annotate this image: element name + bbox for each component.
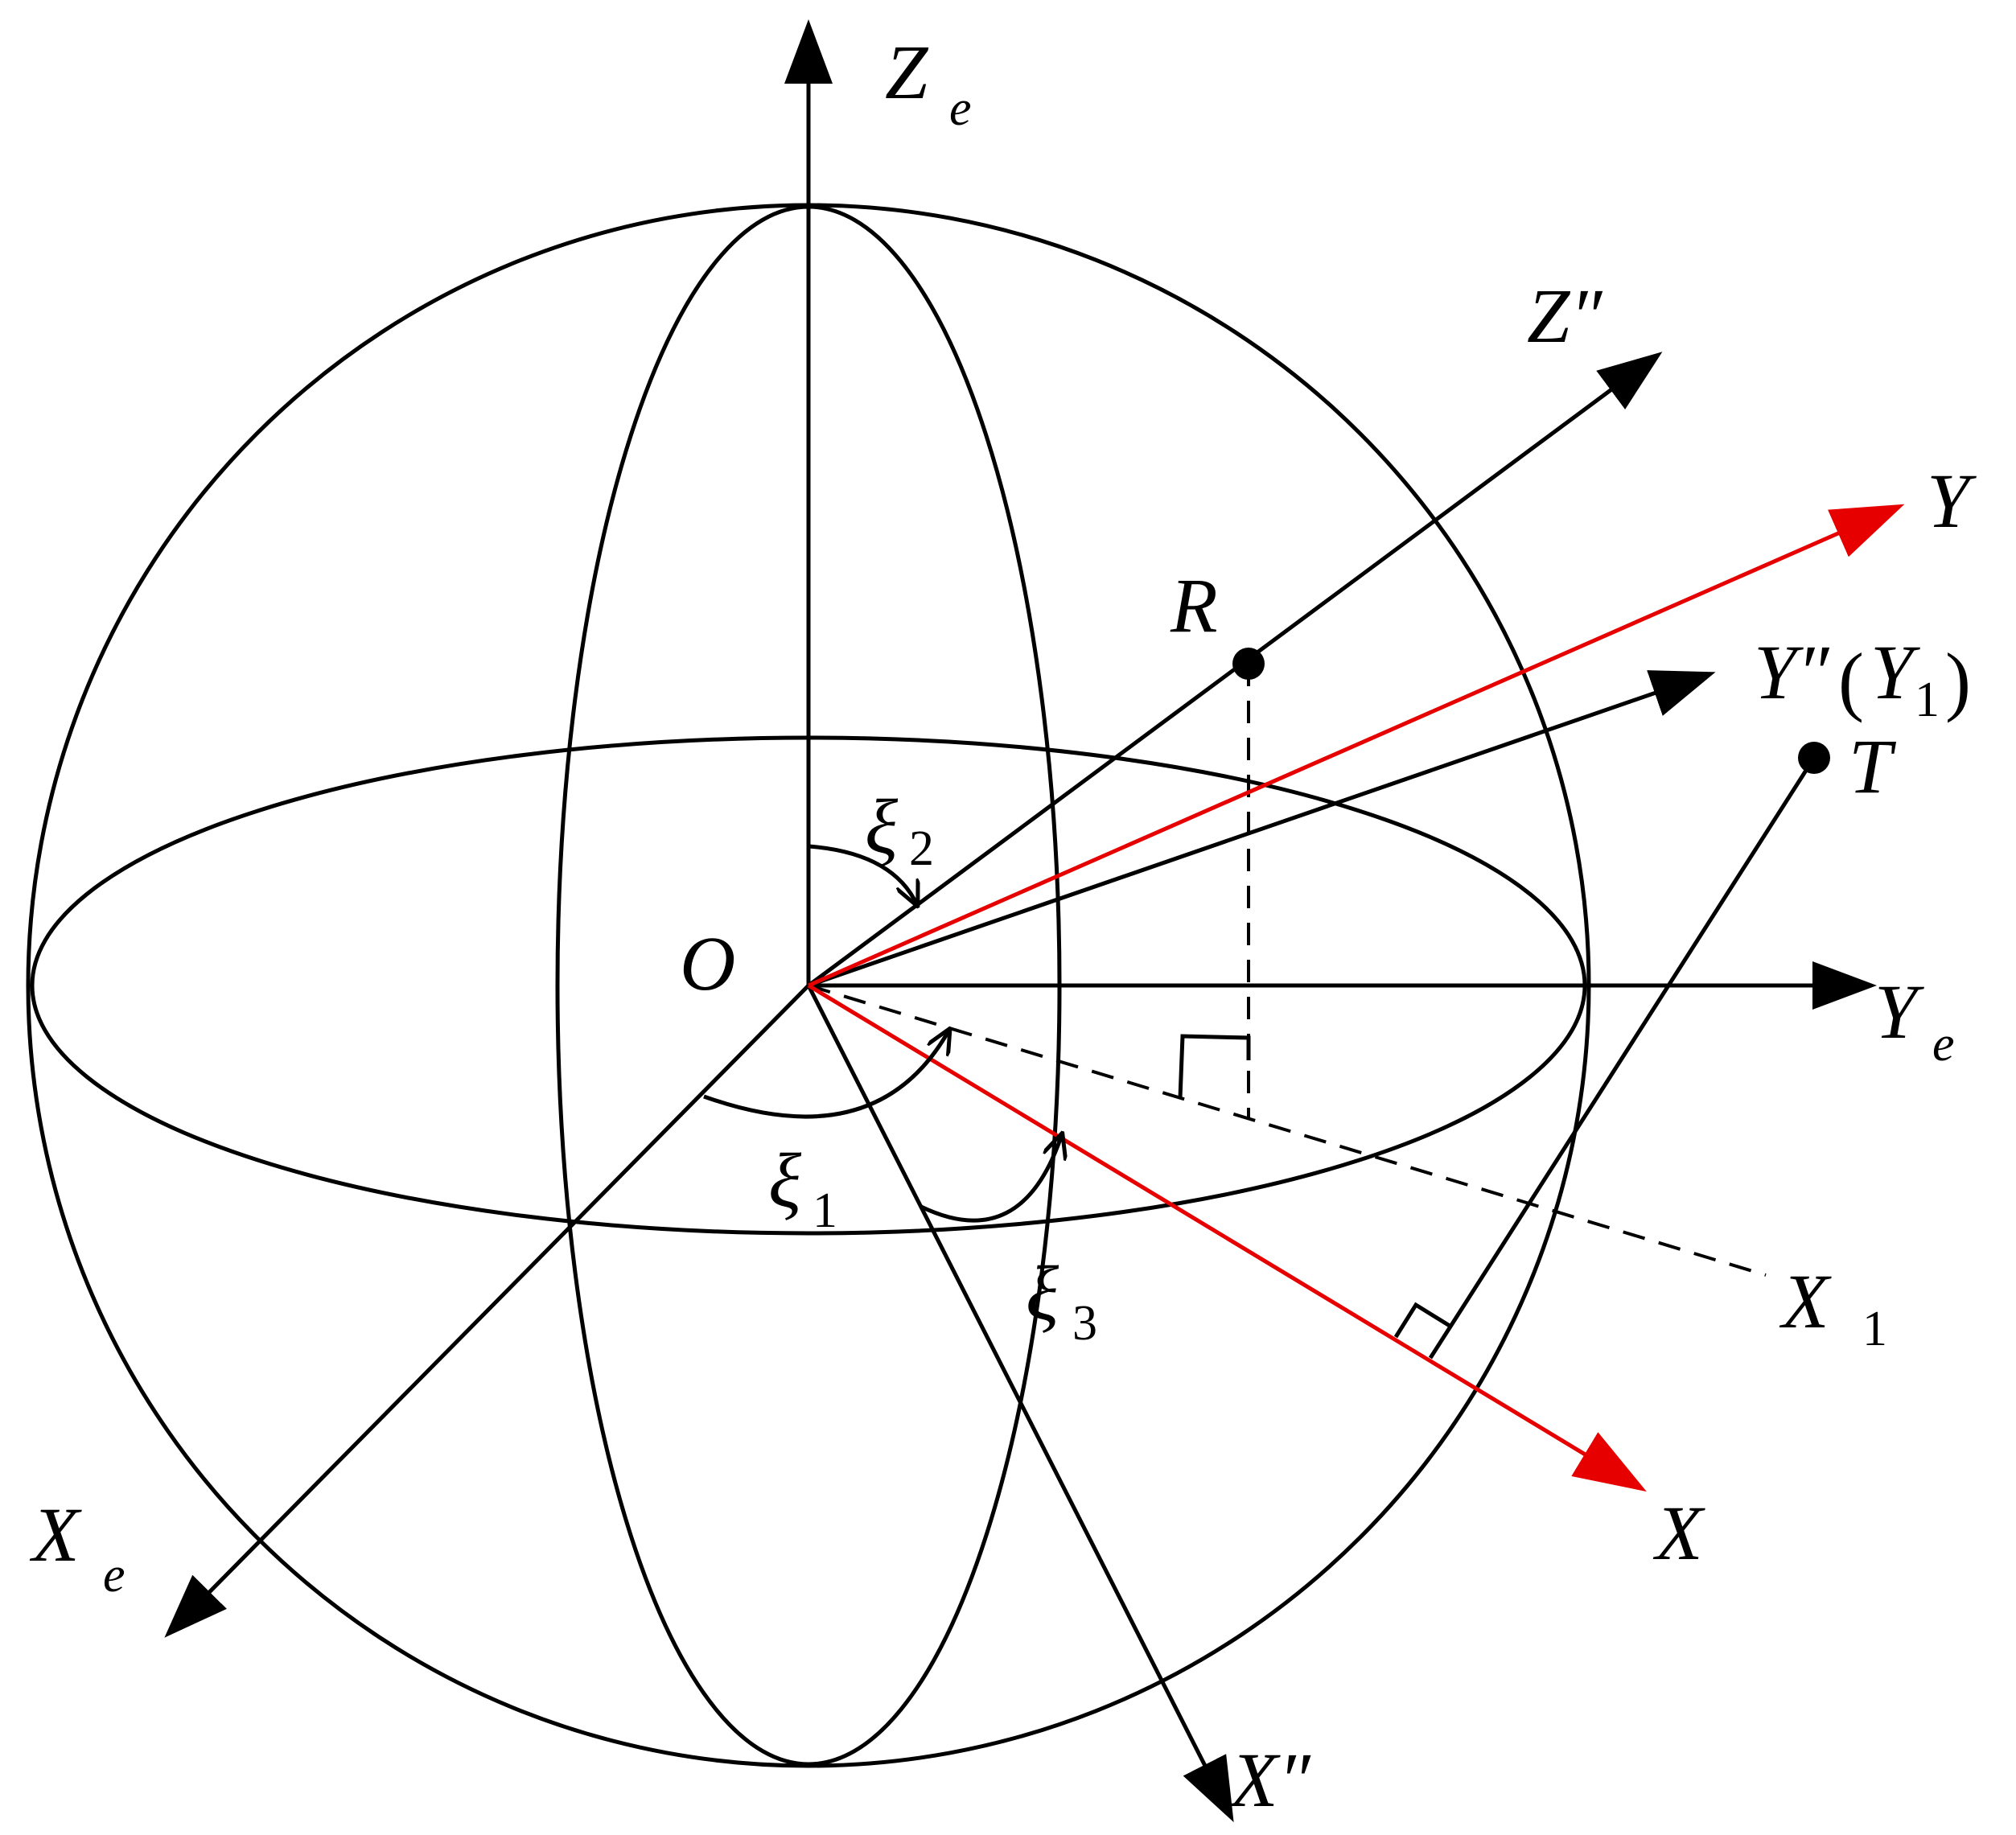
svg-text:): ) bbox=[1945, 637, 1971, 723]
label-xi3: ξ 3 bbox=[1026, 1250, 1097, 1351]
svg-text:ξ: ξ bbox=[865, 784, 899, 870]
label-z-double-prime: Z″ bbox=[1527, 273, 1603, 359]
point-t bbox=[1798, 742, 1830, 774]
projection-right-angle bbox=[1178, 1034, 1251, 1099]
x-double-prime-axis bbox=[806, 984, 1234, 1823]
y-double-prime-axis bbox=[808, 670, 1716, 988]
svg-text:2: 2 bbox=[909, 821, 934, 876]
label-ze: Z e bbox=[885, 29, 972, 136]
svg-text:e: e bbox=[1932, 1017, 1955, 1072]
label-t: T bbox=[1849, 723, 1897, 809]
label-y: Y bbox=[1927, 458, 1977, 544]
svg-text:ξ: ξ bbox=[1026, 1250, 1059, 1336]
label-x1: X 1 bbox=[1779, 1258, 1887, 1356]
svg-text:ξ: ξ bbox=[768, 1138, 802, 1224]
x1-dashed-line bbox=[808, 984, 1767, 1277]
label-r: R bbox=[1170, 562, 1218, 648]
svg-text:Z: Z bbox=[885, 29, 929, 115]
svg-text:e: e bbox=[949, 81, 972, 136]
svg-text:Y: Y bbox=[1870, 629, 1920, 715]
y-red-axis bbox=[807, 504, 1905, 988]
label-xi2: ξ 2 bbox=[865, 784, 934, 876]
svg-text:X: X bbox=[29, 1491, 82, 1578]
label-x-double-prime: X″ bbox=[1228, 1737, 1311, 1823]
svg-text:1: 1 bbox=[1915, 673, 1940, 727]
svg-text:(: ( bbox=[1838, 637, 1864, 723]
label-xe: X e bbox=[29, 1491, 125, 1603]
svg-text:X: X bbox=[1779, 1258, 1832, 1344]
xe-axis bbox=[164, 984, 810, 1638]
label-xi1: ξ 1 bbox=[768, 1138, 837, 1238]
xi2-arc bbox=[808, 844, 917, 905]
label-o: O bbox=[680, 920, 735, 1006]
x-red-axis bbox=[807, 983, 1647, 1492]
t-right-angle bbox=[1393, 1302, 1451, 1339]
svg-text:Y: Y bbox=[1874, 969, 1924, 1055]
label-y-double-prime: Y″ ( Y 1 ) bbox=[1754, 629, 1971, 727]
svg-text:3: 3 bbox=[1072, 1296, 1097, 1351]
label-x: X bbox=[1652, 1490, 1705, 1576]
xi3-arc bbox=[920, 1134, 1062, 1223]
svg-text:1: 1 bbox=[813, 1183, 837, 1238]
svg-text:1: 1 bbox=[1862, 1302, 1887, 1356]
label-ye: Y e bbox=[1874, 969, 1955, 1072]
t-perpendicular-line bbox=[1428, 756, 1816, 1360]
svg-text:Y″: Y″ bbox=[1754, 629, 1829, 715]
z-double-prime-axis bbox=[807, 352, 1663, 988]
xi1-arc bbox=[703, 1030, 949, 1119]
svg-text:e: e bbox=[103, 1548, 125, 1603]
point-r bbox=[1232, 648, 1265, 680]
